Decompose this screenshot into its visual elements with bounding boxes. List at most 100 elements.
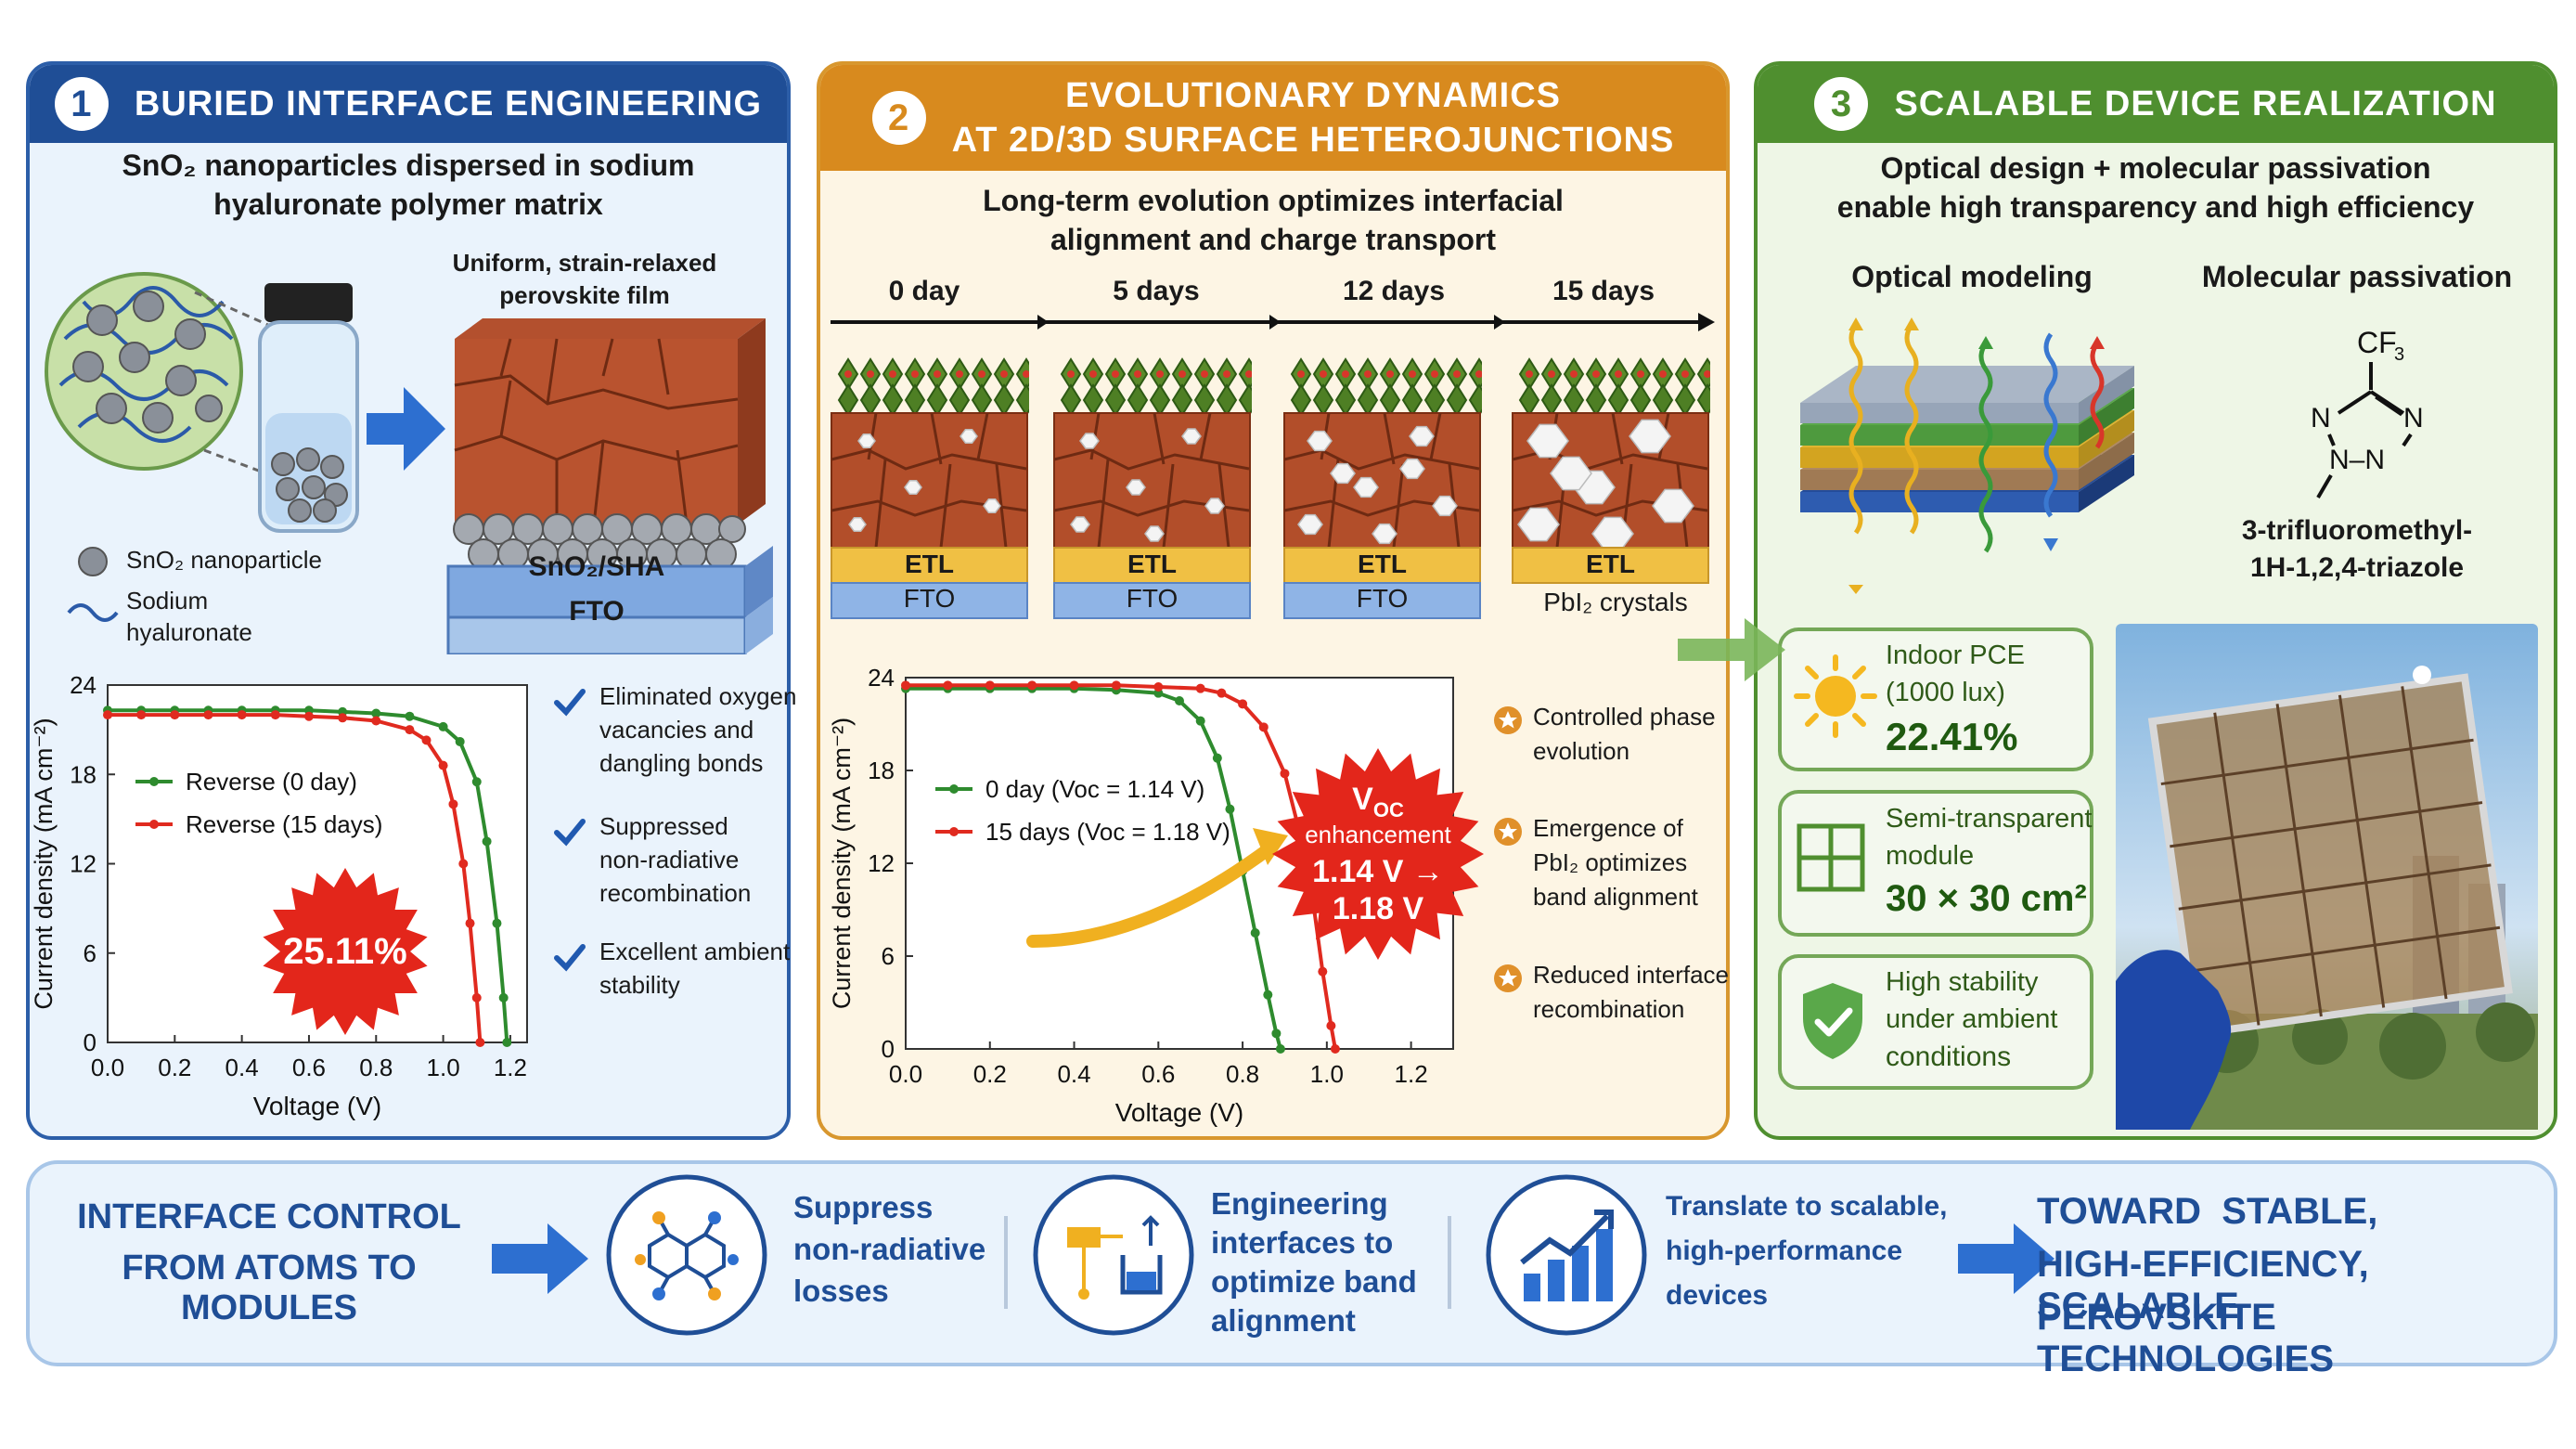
- y-tick-label: 0: [882, 1035, 895, 1063]
- card-3-line1: High stability: [1886, 967, 2039, 997]
- timeline-label-4: 15 days: [1552, 276, 1655, 306]
- y-tick-label: 18: [868, 757, 895, 784]
- data-point: [943, 680, 953, 691]
- panel2-bullet-3-line1: Reduced interface: [1533, 961, 1730, 989]
- card-2-line2: module: [1886, 841, 1975, 871]
- legend-label-2: Reverse (15 days): [186, 810, 382, 838]
- footer-left-line1: INTERFACE CONTROL: [77, 1197, 461, 1236]
- checkmark-icon: [554, 944, 586, 972]
- panel1-title: BURIED INTERFACE ENGINEERING: [134, 84, 763, 123]
- svg-text:N: N: [2403, 403, 2424, 433]
- data-point: [1271, 1029, 1282, 1039]
- panel2-bullet-2-line1: Emergence of: [1533, 814, 1683, 842]
- data-point: [371, 716, 381, 726]
- panel1-subtitle-line2: hyaluronate polymer matrix: [213, 188, 603, 221]
- data-point: [438, 721, 448, 731]
- legend-label-1: 0 day (Voc = 1.14 V): [985, 775, 1204, 803]
- svg-text:N–N: N–N: [2329, 445, 2385, 475]
- y-tick-label: 24: [70, 671, 97, 699]
- panel2-number: 2: [871, 91, 926, 145]
- x-tick-label: 1.2: [494, 1054, 527, 1081]
- panel1-bullet-3-line1: Excellent ambient: [599, 938, 791, 965]
- nanoparticle-legend-icon: [78, 547, 108, 576]
- panel2-subtitle-line2: alignment and charge transport: [1050, 223, 1497, 256]
- footer-right-line1: TOWARD STABLE,: [2037, 1191, 2378, 1232]
- footer-arrow-icon: [492, 1223, 588, 1294]
- panel2-bullet-2-line3: band alignment: [1533, 883, 1698, 911]
- svg-text:CF: CF: [2357, 326, 2397, 359]
- legend-sha-line1: Sodium: [126, 587, 209, 615]
- optical-stack-illustration: [1800, 317, 2134, 594]
- arrow-right-icon: [367, 387, 445, 471]
- data-point: [901, 680, 910, 691]
- voc-badge-line4: 1.18 V: [1332, 891, 1424, 926]
- voc-badge-line3: 1.14 V →: [1312, 854, 1444, 889]
- card-3-line2: under ambient: [1886, 1004, 2058, 1034]
- footer-item-3-line3: devices: [1666, 1280, 1769, 1311]
- legend-label-1: Reverse (0 day): [186, 768, 357, 796]
- x-tick-label: 0.8: [359, 1054, 393, 1081]
- stack-etl-label-3: ETL: [1358, 550, 1407, 578]
- checkmark-icon: [554, 689, 586, 717]
- footer-summary-bar: [26, 1160, 2557, 1366]
- data-point: [455, 736, 465, 746]
- efficiency-badge: 25.11%: [283, 931, 406, 972]
- x-tick-label: 0.4: [225, 1054, 259, 1081]
- card-1-line2: (1000 lux): [1886, 678, 2005, 707]
- data-point: [475, 1038, 485, 1047]
- data-point: [471, 777, 482, 787]
- footer-item-2-line3: optimize band: [1211, 1264, 1417, 1299]
- data-point: [405, 711, 415, 721]
- panel1-subtitle-line1: SnO₂ nanoparticles dispersed in sodium: [122, 149, 695, 182]
- star-badge-icon: [1494, 964, 1522, 992]
- stack-fto-label-2: FTO: [1126, 584, 1179, 613]
- perovskite-stack-stage-4: [1512, 357, 1710, 584]
- stack-etl-label-4: ETL: [1586, 550, 1635, 578]
- stack-fto-label-3: FTO: [1356, 584, 1409, 613]
- data-point: [1238, 699, 1248, 709]
- voc-enhancement-starburst: [1272, 748, 1484, 960]
- card-1-value: 22.41%: [1886, 715, 2018, 758]
- footer-left-line2: FROM ATOMS TO MODULES: [122, 1248, 417, 1327]
- x-tick-label: 0.2: [158, 1054, 191, 1081]
- data-point: [1330, 1044, 1340, 1054]
- pbi2-crystals-label: PbI₂ crystals: [1543, 588, 1688, 616]
- stack-etl-label-1: ETL: [905, 550, 954, 578]
- module-grid-icon: [1797, 823, 1865, 892]
- data-point: [1318, 966, 1328, 977]
- panel2-subtitle-line1: Long-term evolution optimizes interfacia…: [983, 184, 1564, 217]
- layer-fto-label: FTO: [569, 596, 625, 627]
- perovskite-stack-stage-3: [1283, 357, 1482, 619]
- data-point: [1217, 688, 1227, 698]
- data-point: [492, 918, 502, 928]
- legend-nanoparticle: SnO₂ nanoparticle: [126, 546, 322, 574]
- data-point: [502, 1038, 512, 1047]
- data-point: [338, 713, 348, 723]
- panel1-bullet-3-line2: stability: [599, 971, 680, 999]
- panel3-subtitle-line2: enable high transparency and high effici…: [1836, 190, 2475, 224]
- data-point: [421, 735, 431, 745]
- layer-etl-label: SnO₂/SHA: [528, 551, 665, 582]
- molecule-name-line1: 3-trifluoromethyl-: [2241, 515, 2473, 546]
- footer-item-3-line2: high-performance: [1666, 1236, 1903, 1266]
- timeline-label-2: 5 days: [1113, 276, 1200, 306]
- data-point: [1280, 769, 1290, 779]
- film-label-line2: perovskite film: [499, 281, 670, 309]
- panel2-bullet-2-line2: PbI₂ optimizes: [1533, 848, 1688, 876]
- module-photo: [2116, 624, 2538, 1130]
- panel2-bullet-1-line1: Controlled phase: [1533, 703, 1716, 731]
- data-point: [136, 710, 147, 720]
- data-point: [1263, 990, 1273, 1000]
- panel1-bullet-1-line2: vacancies and: [599, 716, 754, 744]
- data-point: [1111, 680, 1121, 691]
- timeline-label-3: 12 days: [1342, 276, 1446, 306]
- x-tick-label: 0.2: [973, 1060, 1007, 1088]
- data-point: [465, 918, 475, 928]
- y-tick-label: 0: [84, 1029, 97, 1056]
- panel1-bullet-2-line3: recombination: [599, 879, 752, 907]
- nanoparticle-zoom-circle: [45, 272, 243, 471]
- panel1-header: 1 BURIED INTERFACE ENGINEERING: [30, 65, 787, 143]
- star-badge-icon: [1494, 818, 1522, 846]
